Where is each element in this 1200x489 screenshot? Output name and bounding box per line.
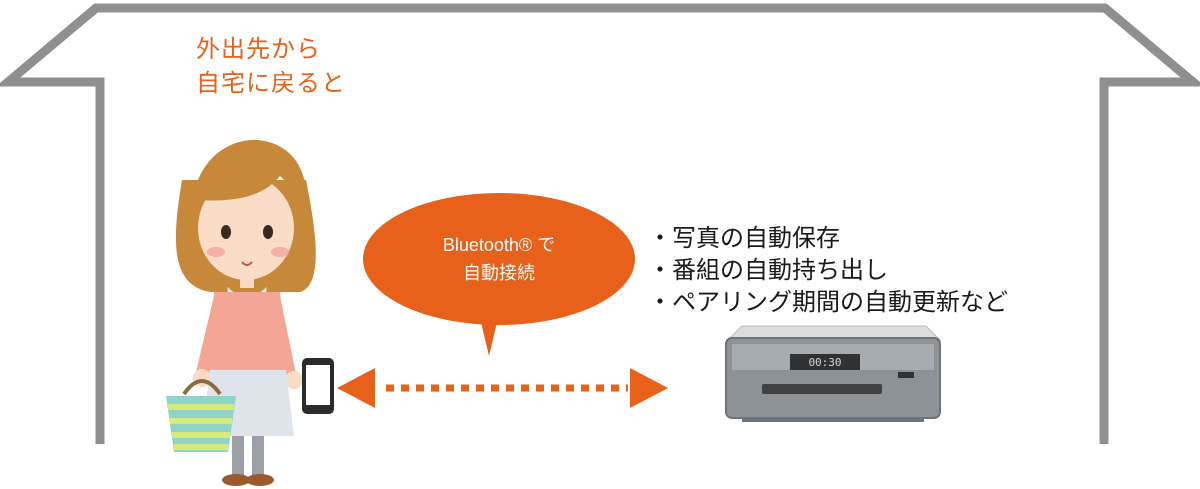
feature-item: ・写真の自動保存 <box>648 224 840 252</box>
bubble-text: Bluetooth® で 自動接続 <box>372 231 626 287</box>
recorder-display: 00:30 <box>808 356 841 369</box>
bubble-line-1: Bluetooth® で <box>442 235 556 255</box>
caption-line-1: 外出先から <box>196 35 321 63</box>
tote-bag <box>166 379 236 452</box>
feature-item: ・番組の自動持ち出し <box>648 256 888 284</box>
feature-list: ・写真の自動保存 ・番組の自動持ち出し ・ペアリング期間の自動更新など <box>648 222 1008 318</box>
bubble-line-2: 自動接続 <box>463 263 535 283</box>
speech-bubble <box>363 193 635 356</box>
house-outline <box>0 3 1200 444</box>
feature-item: ・ペアリング期間の自動更新など <box>648 288 1008 316</box>
recorder-device: 00:30 <box>725 325 942 422</box>
situation-caption: 外出先から 自宅に戻ると <box>196 32 346 100</box>
connection-arrow <box>337 368 668 408</box>
caption-line-2: 自宅に戻ると <box>196 69 346 97</box>
woman-illustration <box>175 139 334 486</box>
